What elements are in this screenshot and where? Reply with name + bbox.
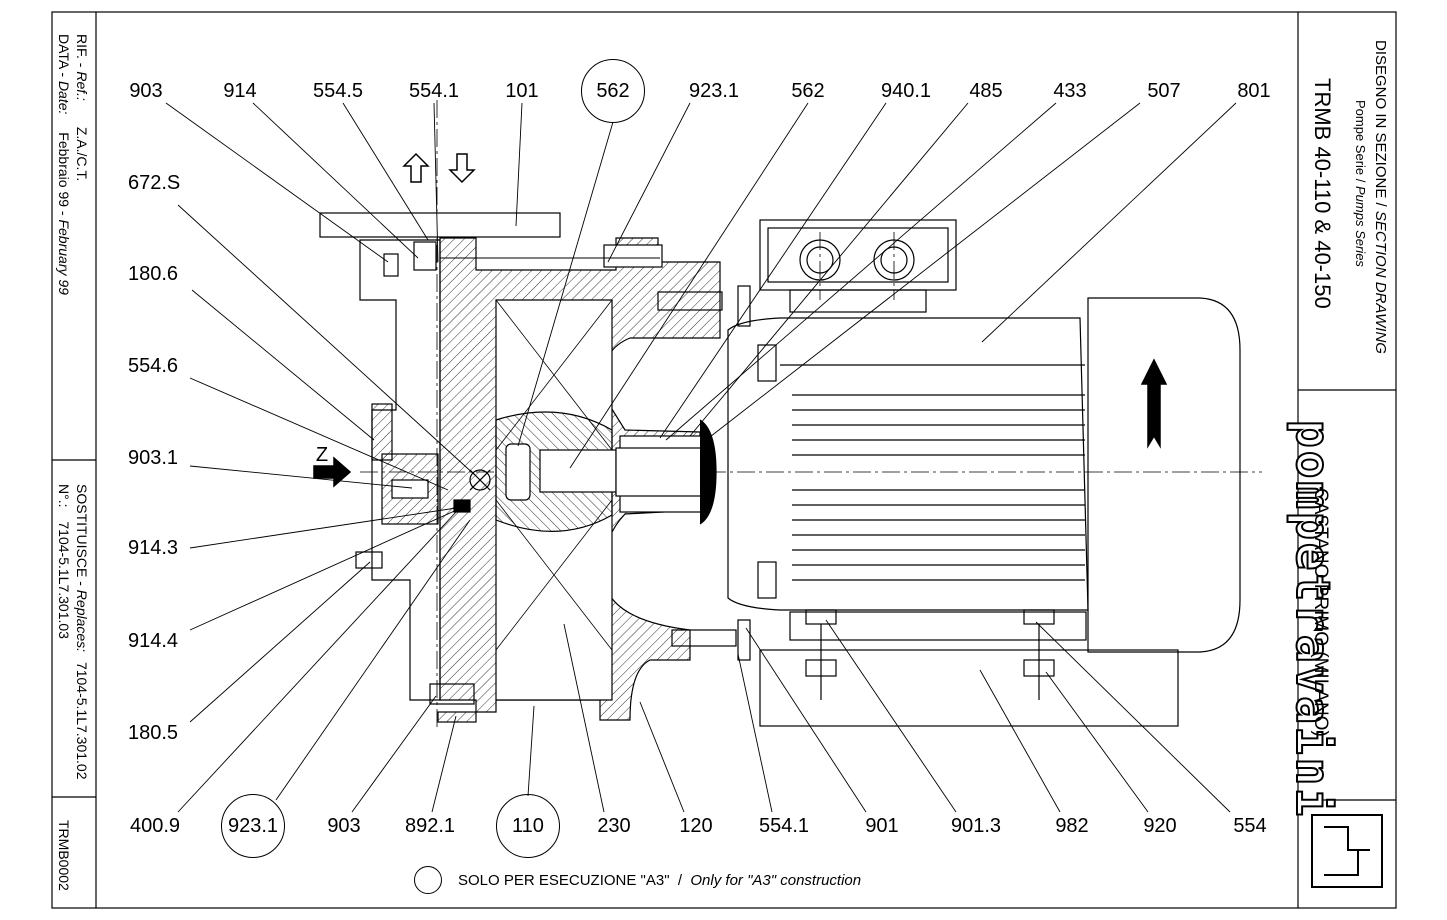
foot-bolts: [805, 609, 1055, 700]
part-label: 914.4: [128, 630, 179, 652]
part-label: 554.1: [408, 80, 460, 102]
part-label: 914.3: [128, 537, 179, 559]
leader-lines: [165, 102, 1237, 813]
part-label: 110: [496, 794, 560, 858]
drawing-type: DISEGNO IN SEZIONE / SECTION DRAWING: [1372, 40, 1389, 354]
part-label: 923.1: [221, 794, 285, 858]
drawing-frame: [51, 11, 1397, 909]
part-label: 920: [1143, 815, 1177, 837]
part-label: 554: [1233, 815, 1267, 837]
part-label: 914: [223, 80, 257, 102]
part-label: 672.S: [128, 172, 181, 194]
part-label: 400.9: [129, 815, 181, 837]
part-label: 903: [327, 815, 361, 837]
legend-text-en: Only for "A3" construction: [690, 871, 862, 889]
part-label: 433: [1053, 80, 1087, 102]
part-label: 554.1: [758, 815, 810, 837]
series-label: Pompe Serie / Pumps Series: [1353, 100, 1368, 267]
part-label: 120: [679, 815, 713, 837]
part-label: 982: [1055, 815, 1089, 837]
legend: SOLO PER ESECUZIONE "A3" / Only for "A3"…: [414, 866, 861, 894]
circle-marker-icon: [414, 866, 442, 894]
flow-arrows: [313, 152, 1168, 488]
part-label: 901.3: [950, 815, 1002, 837]
date-field: DATA - Date: Febbraio 99 - February 99: [56, 34, 72, 295]
company-location: CASTANO PRIMO (MILANO): [1310, 488, 1331, 737]
part-label: 485: [969, 80, 1003, 102]
replaces-field: SOSTITUISCE - Replaces: 7104-5.1L7.301.0…: [74, 484, 90, 780]
part-label: 562: [581, 59, 645, 123]
part-label: 901: [865, 815, 899, 837]
legend-text: SOLO PER ESECUZIONE "A3" /: [458, 871, 691, 889]
view-z-label: Z: [315, 444, 329, 466]
part-label: 892.1: [404, 815, 456, 837]
part-label: 180.6: [128, 263, 179, 285]
part-label: 554.6: [128, 355, 179, 377]
part-label: 554.5: [312, 80, 364, 102]
ref-field: RIF. - Ref.: Z.A./C.T.: [74, 34, 90, 182]
model-title: TRMB 40-110 & 40-150: [1310, 78, 1335, 309]
logo-mark: [1311, 814, 1383, 888]
part-label: 101: [505, 80, 539, 102]
part-label: 903: [129, 80, 163, 102]
motor-fins: [792, 394, 1085, 581]
part-label: 230: [597, 815, 631, 837]
part-label: 903.1: [128, 447, 179, 469]
part-label: 562: [791, 80, 825, 102]
part-label: 180.5: [128, 722, 179, 744]
motor: [727, 219, 1241, 727]
number-field: N°.: 7104-5.1L7.301.03: [56, 484, 72, 639]
drawing-code: TRMB0002: [56, 820, 72, 891]
part-label: 507: [1147, 80, 1181, 102]
part-label: 801: [1237, 80, 1271, 102]
part-label: 940.1: [880, 80, 932, 102]
pump-casing: [319, 212, 721, 721]
part-label: 923.1: [688, 80, 740, 102]
